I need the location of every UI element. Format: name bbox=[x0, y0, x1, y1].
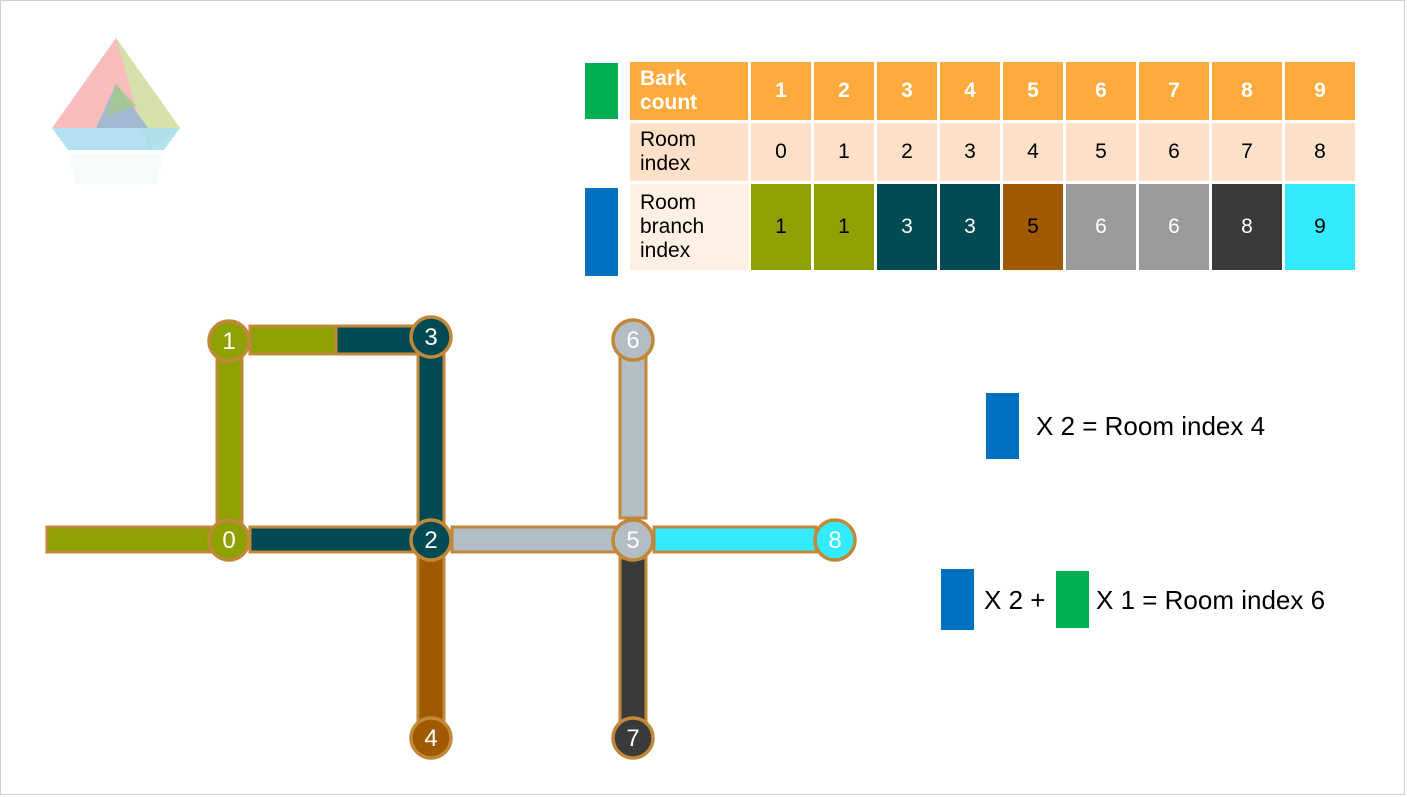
branch-index-cell: 8 bbox=[1212, 184, 1282, 270]
edge-entry bbox=[45, 525, 217, 554]
room-node-label: 1 bbox=[222, 328, 235, 355]
edge-2-4 bbox=[416, 550, 446, 724]
branch-index-cell: 1 bbox=[814, 184, 874, 270]
room-node-circle bbox=[611, 318, 655, 362]
room-node-label: 7 bbox=[626, 725, 639, 752]
edge-0-1 bbox=[215, 348, 244, 532]
edge-0-2 bbox=[248, 525, 417, 554]
room-index-cell: 7 bbox=[1212, 123, 1282, 181]
room-index-row: Room index 0 1 2 3 4 5 6 7 8 bbox=[630, 123, 1355, 181]
eq2-blue-bark-icon bbox=[941, 569, 974, 630]
room-index-cell: 0 bbox=[751, 123, 811, 181]
room-node-label: 2 bbox=[424, 527, 437, 554]
room-index-cell: 4 bbox=[1003, 123, 1063, 181]
bark-count-cell: 1 bbox=[751, 62, 811, 120]
room-branch-index-label: Room branch index bbox=[630, 184, 748, 270]
room-node-0: 0 bbox=[207, 518, 251, 562]
equation-2-part1: X 2 + bbox=[984, 585, 1046, 615]
room-node-label: 0 bbox=[222, 527, 235, 554]
bark-count-cell: 8 bbox=[1212, 62, 1282, 120]
bark-count-cell: 4 bbox=[940, 62, 1000, 120]
branch-index-cell: 6 bbox=[1139, 184, 1209, 270]
eq2-green-bark-icon bbox=[1056, 571, 1089, 628]
bark-count-label: Bark count bbox=[630, 62, 748, 120]
bark-count-cell: 2 bbox=[814, 62, 874, 120]
room-node-circle bbox=[207, 319, 251, 363]
bark-green-key bbox=[585, 63, 618, 119]
room-node-7: 7 bbox=[611, 716, 655, 760]
branch-index-cell: 3 bbox=[940, 184, 1000, 270]
room-node-circle bbox=[207, 518, 251, 562]
room-node-5: 5 bbox=[611, 518, 655, 562]
room-node-2: 2 bbox=[409, 518, 453, 562]
room-node-circle bbox=[409, 518, 453, 562]
room-node-8: 8 bbox=[813, 518, 857, 562]
bark-count-cell: 7 bbox=[1139, 62, 1209, 120]
room-index-cell: 6 bbox=[1139, 123, 1209, 181]
room-index-table: Bark count 1 2 3 4 5 6 7 8 9 Room index … bbox=[627, 59, 1358, 273]
room-node-label: 8 bbox=[828, 527, 841, 554]
bark-count-cell: 6 bbox=[1066, 62, 1136, 120]
room-node-circle bbox=[813, 518, 857, 562]
bark-count-cell: 3 bbox=[877, 62, 937, 120]
room-node-4: 4 bbox=[409, 716, 453, 760]
edge-5-7 bbox=[618, 556, 648, 724]
edge-2-5 bbox=[450, 525, 617, 554]
room-node-label: 6 bbox=[626, 327, 639, 354]
room-index-label: Room index bbox=[630, 123, 748, 181]
edge-3-2 bbox=[416, 348, 446, 532]
triangle-logo-icon bbox=[52, 38, 180, 184]
bark-count-cell: 9 bbox=[1285, 62, 1355, 120]
equation-2-part2: X 1 = Room index 6 bbox=[1096, 585, 1326, 615]
room-index-cell: 3 bbox=[940, 123, 1000, 181]
room-index-cell: 2 bbox=[877, 123, 937, 181]
equation-1: X 2 = Room index 4 bbox=[1036, 411, 1266, 441]
edge-1-3-a bbox=[248, 324, 340, 356]
room-index-cell: 5 bbox=[1066, 123, 1136, 181]
room-node-circle bbox=[409, 315, 453, 359]
room-node-circle bbox=[611, 716, 655, 760]
branch-index-cell: 1 bbox=[751, 184, 811, 270]
bark-count-row: Bark count 1 2 3 4 5 6 7 8 9 bbox=[630, 62, 1355, 120]
branch-index-cell: 6 bbox=[1066, 184, 1136, 270]
bark-blue-key bbox=[585, 188, 618, 276]
room-node-circle bbox=[409, 716, 453, 760]
edge-1-3-b bbox=[334, 324, 420, 356]
edge-6-5 bbox=[618, 354, 648, 520]
room-index-cell: 8 bbox=[1285, 123, 1355, 181]
branch-index-cell: 3 bbox=[877, 184, 937, 270]
branch-index-cell: 5 bbox=[1003, 184, 1063, 270]
room-node-label: 4 bbox=[424, 725, 437, 752]
room-node-label: 3 bbox=[424, 324, 437, 351]
edge-5-8 bbox=[652, 525, 818, 554]
room-node-label: 5 bbox=[626, 527, 639, 554]
room-node-6: 6 bbox=[611, 318, 655, 362]
eq1-blue-bark-icon bbox=[986, 393, 1019, 459]
room-node-1: 1 bbox=[207, 319, 251, 363]
room-node-3: 3 bbox=[409, 315, 453, 359]
room-branch-index-row: Room branch index 1 1 3 3 5 6 6 8 9 bbox=[630, 184, 1355, 270]
room-node-circle bbox=[611, 518, 655, 562]
branch-index-cell: 9 bbox=[1285, 184, 1355, 270]
room-index-cell: 1 bbox=[814, 123, 874, 181]
bark-count-cell: 5 bbox=[1003, 62, 1063, 120]
